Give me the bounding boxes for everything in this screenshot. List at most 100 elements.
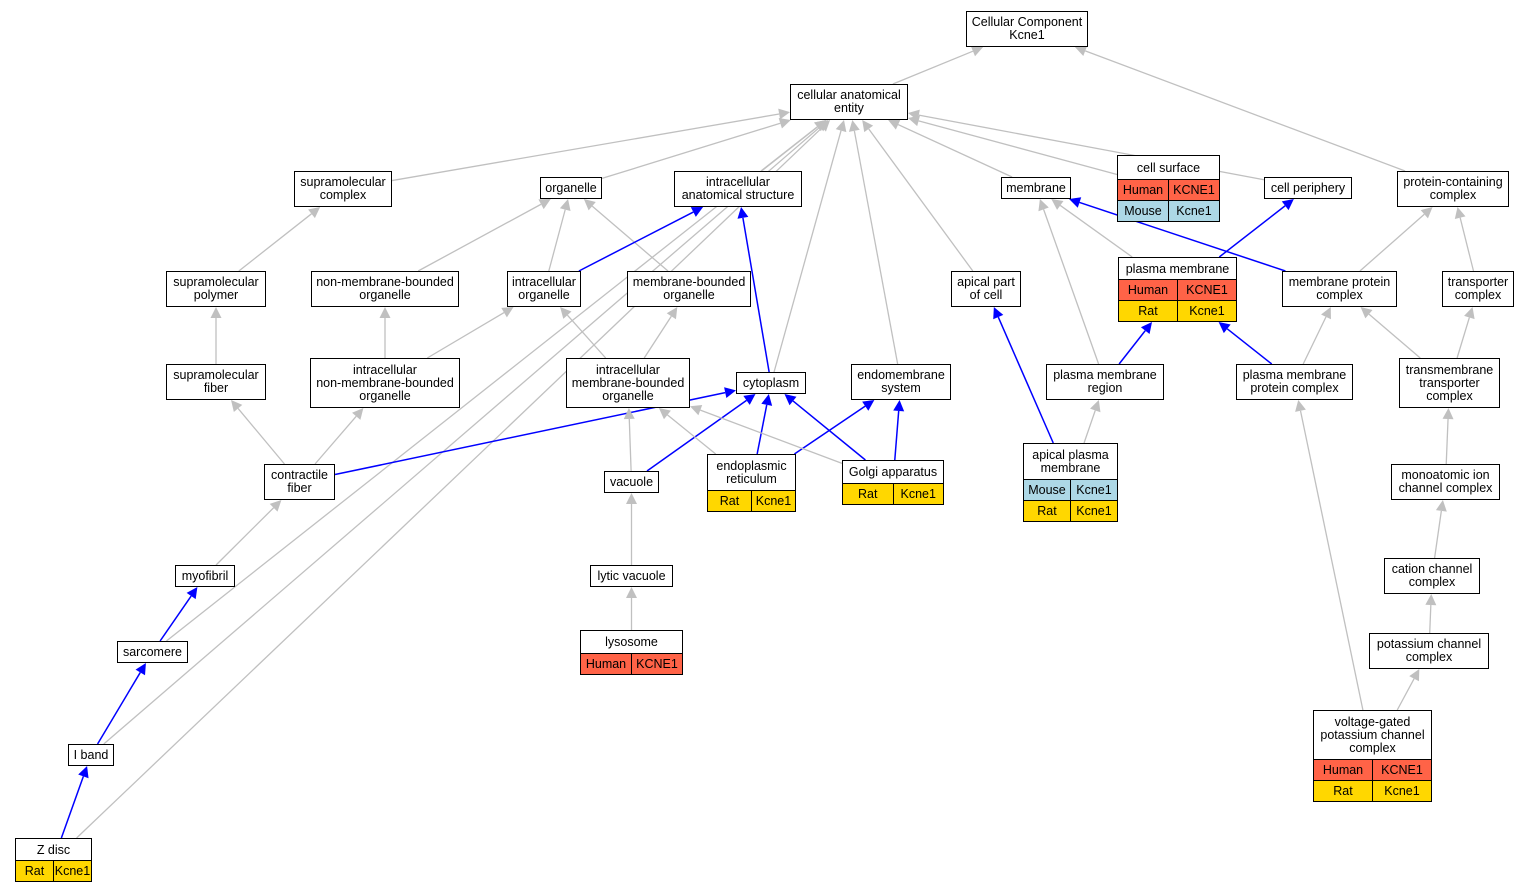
go-term-myofibril[interactable]: myofibril	[175, 565, 235, 587]
edge-is-a-pcc2-to-ccc	[1425, 594, 1437, 634]
go-term-non-membrane-bounded-organelle[interactable]: non-membrane-bounded organelle	[311, 271, 459, 307]
gene-cell: Kcne1	[1168, 201, 1219, 221]
edge-arrowhead	[1140, 322, 1153, 335]
edge-is-a-organelle-to-cae	[601, 117, 791, 180]
go-term-organelle[interactable]: organelle	[540, 177, 602, 199]
edge-part-of-sarcomere-to-myofibril	[159, 587, 198, 642]
go-term-monoatomic-ion-channel-complex[interactable]: monoatomic ion channel complex	[1391, 464, 1500, 500]
edge-part-of-pmregion-to-pm	[1118, 322, 1153, 365]
go-term-cytoplasm[interactable]: cytoplasm	[736, 372, 806, 394]
edge-is-a-lytic-to-vacuole	[626, 493, 637, 565]
species-cell: Human	[585, 656, 627, 671]
species-cell: Rat	[719, 493, 740, 508]
edge-line	[1445, 418, 1449, 465]
go-term-label: membrane	[1006, 180, 1066, 195]
go-term-label: intracellular anatomical structure	[681, 175, 795, 202]
go-term-membrane-bounded-organelle[interactable]: membrane-bounded organelle	[627, 271, 751, 307]
edge-line	[894, 410, 900, 461]
gene-cell: Kcne1	[751, 491, 795, 511]
edge-arrowhead	[186, 587, 198, 600]
go-term-label: intracellular organelle	[512, 275, 576, 302]
go-term-lytic-vacuole[interactable]: lytic vacuole	[590, 565, 673, 587]
go-term-intracellular-anatomical-structure[interactable]: intracellular anatomical structure	[674, 171, 802, 207]
edge-line	[566, 314, 607, 359]
edge-part-of-pmpc-to-pm	[1218, 322, 1273, 365]
edge-is-a-cytoplasm-to-cae	[773, 120, 847, 373]
edge-arrowhead	[724, 387, 736, 398]
go-term-membrane[interactable]: membrane	[1001, 177, 1071, 199]
edge-is-a-vgpcc-to-pmpc	[1295, 400, 1364, 711]
edge-is-a-nmbo-to-organelle	[417, 199, 551, 272]
annotation-row-rat: Rat Kcne1	[708, 490, 795, 511]
edge-arrowhead	[1295, 400, 1306, 412]
edge-arrowhead	[135, 663, 146, 676]
go-term-apical-part-of-cell[interactable]: apical part of cell	[951, 271, 1021, 307]
go-term-label: supramolecular polymer	[173, 275, 259, 302]
go-term-label: monoatomic ion channel complex	[1398, 468, 1493, 495]
edge-arrowhead	[1454, 207, 1466, 220]
edge-arrowhead	[761, 394, 773, 406]
go-term-label: I band	[73, 747, 109, 762]
edge-arrowhead	[1321, 307, 1331, 320]
edge-arrowhead	[1281, 199, 1294, 211]
go-term-supramolecular-fiber[interactable]: supramolecular fiber	[166, 364, 266, 400]
edge-is-a-pcc-to-root	[1074, 45, 1406, 172]
go-term-label: Golgi apparatus	[848, 465, 938, 479]
gene-cell: Kcne1	[53, 861, 91, 881]
edge-part-of-vacuole-to-cytoplasm	[646, 394, 756, 472]
edge-arrowhead	[1420, 207, 1433, 219]
gene-cell: Kcne1	[1070, 501, 1117, 521]
go-term-supramolecular-polymer[interactable]: supramolecular polymer	[166, 271, 266, 307]
edge-arrowhead	[1074, 45, 1088, 57]
go-term-sarcomere[interactable]: sarcomere	[117, 641, 188, 663]
go-term-transmembrane-transporter-complex[interactable]: transmembrane transporter complex	[1399, 358, 1500, 408]
go-term-contractile-fiber[interactable]: contractile fiber	[264, 464, 335, 500]
go-term-intracellular-membrane-bounded-organelle[interactable]: intracellular membrane-bounded organelle	[566, 358, 690, 408]
edge-is-a-imbo-to-mbo	[643, 307, 678, 359]
edge-line	[773, 130, 842, 373]
go-term-cellular-component-kcne1[interactable]: Cellular Component Kcne1	[966, 11, 1088, 47]
go-term-intracellular-organelle[interactable]: intracellular organelle	[507, 271, 581, 307]
go-term-intracellular-non-membrane-bounded-organelle[interactable]: intracellular non-membrane-bounded organ…	[310, 358, 460, 408]
edge-arrowhead	[970, 46, 984, 57]
go-term-supramolecular-complex[interactable]: supramolecular complex	[294, 171, 392, 207]
edge-is-a-contractile-to-supfiber	[231, 400, 285, 465]
edge-line	[601, 122, 781, 180]
edge-part-of-mpc-to-membrane	[1069, 197, 1286, 272]
go-term-protein-containing-complex[interactable]: protein-containing complex	[1397, 171, 1509, 207]
edge-line	[1218, 205, 1286, 258]
edge-arrowhead	[1409, 669, 1420, 682]
edge-arrowhead	[1051, 199, 1064, 210]
go-term-membrane-protein-complex[interactable]: membrane protein complex	[1282, 271, 1397, 307]
edge-line	[166, 126, 818, 642]
go-term-transporter-complex[interactable]: transporter complex	[1442, 271, 1514, 307]
go-term-label: endomembrane system	[857, 368, 945, 395]
go-term-i-band[interactable]: I band	[68, 744, 114, 766]
edge-arrowhead	[818, 120, 831, 132]
go-term-label: potassium channel complex	[1376, 637, 1482, 664]
go-term-cation-channel-complex[interactable]: cation channel complex	[1384, 558, 1480, 594]
go-term-plasma-membrane-protein-complex[interactable]: plasma membrane protein complex	[1236, 364, 1353, 400]
edge-line	[628, 418, 632, 472]
go-term-endomembrane-system[interactable]: endomembrane system	[851, 364, 951, 400]
edge-is-a-inmbo-to-io	[426, 307, 514, 359]
go-term-cell-periphery[interactable]: cell periphery	[1264, 177, 1352, 199]
go-term-cellular-anatomical-entity[interactable]: cellular anatomical entity	[790, 84, 908, 120]
go-term-vacuole[interactable]: vacuole	[604, 471, 659, 493]
go-term-plasma-membrane-region[interactable]: plasma membrane region	[1046, 364, 1164, 400]
edge-line	[1429, 604, 1432, 634]
go-term-potassium-channel-complex[interactable]: potassium channel complex	[1369, 633, 1489, 669]
species-cell: Mouse	[1028, 482, 1066, 497]
